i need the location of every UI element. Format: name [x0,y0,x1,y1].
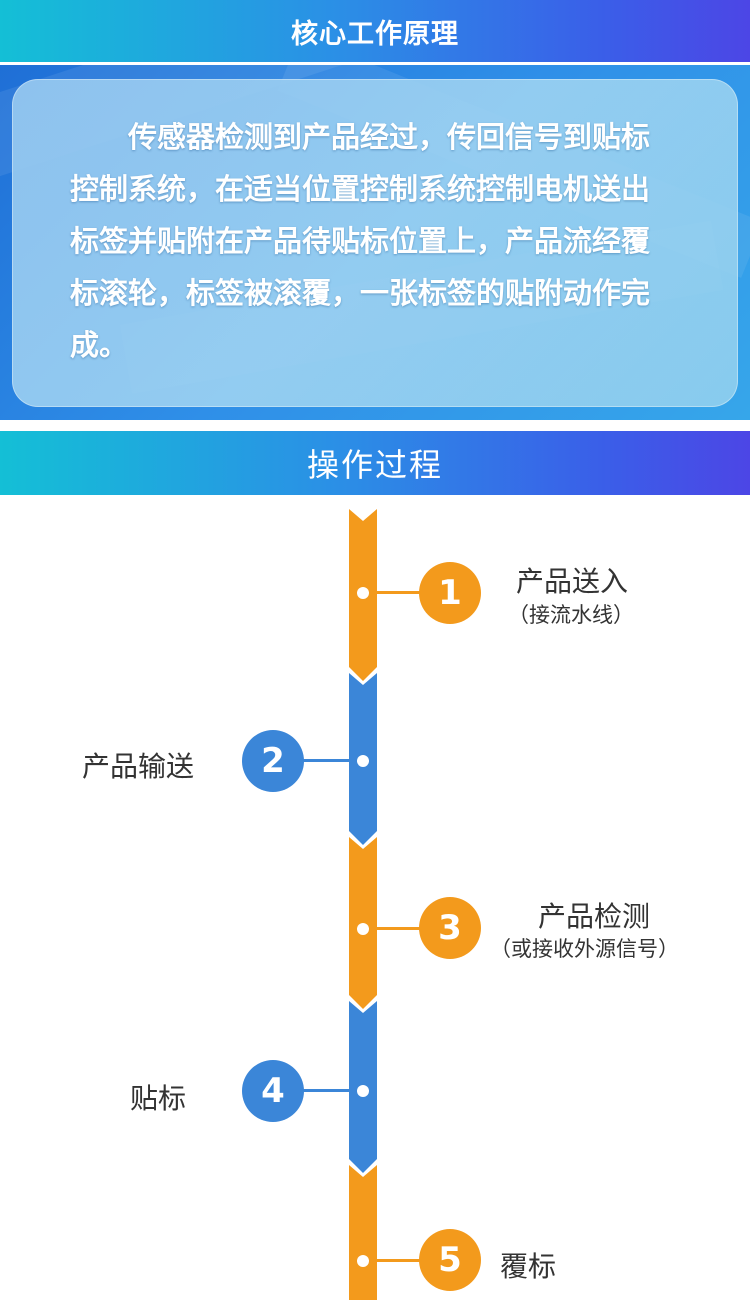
step-label: 产品输送 [82,750,195,783]
timeline-connector [303,759,351,762]
step-label: 覆标 [500,1250,557,1283]
step-number-badge: 4 [242,1060,304,1122]
step-number-badge: 5 [419,1229,481,1291]
principle-body: 传感器检测到产品经过，传回信号到贴标控制系统，在适当位置控制系统控制电机送出标签… [70,120,651,362]
process-header: 操作过程 [0,431,750,495]
timeline-node [357,1255,369,1267]
timeline-connector [377,927,421,930]
step-number-badge: 3 [419,897,481,959]
timeline-connector [303,1089,351,1092]
step-number-badge: 1 [419,562,481,624]
principle-card [12,79,738,407]
step-sublabel: （或接收外源信号） [490,937,679,961]
timeline-node [357,755,369,767]
step-number-badge: 2 [242,730,304,792]
timeline-segment [349,1165,377,1300]
process-title: 操作过程 [306,446,443,484]
principle-title: 核心工作原理 [291,18,459,50]
timeline-connector [377,591,421,594]
step-label: 贴标 [130,1082,187,1115]
timeline-node [357,587,369,599]
principle-section: 传感器检测到产品经过，传回信号到贴标控制系统，在适当位置控制系统控制电机送出标签… [0,65,750,420]
step-sublabel: （接流水线） [508,603,634,627]
principle-header: 核心工作原理 [0,0,750,62]
timeline-connector [377,1259,421,1262]
step-label: 产品送入 [516,565,629,598]
process-timeline: 1 产品送入 （接流水线） 2 产品输送 3 产品检测 （或接收外源信号） 4 … [0,495,750,1300]
timeline-node [357,1085,369,1097]
step-label: 产品检测 [538,900,651,933]
timeline-node [357,923,369,935]
